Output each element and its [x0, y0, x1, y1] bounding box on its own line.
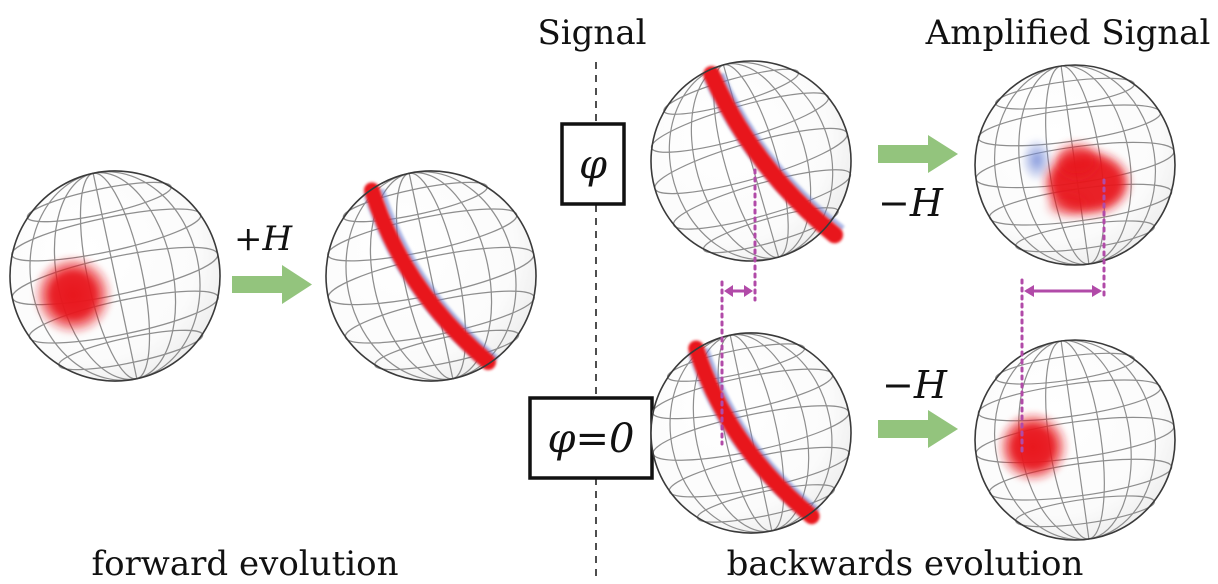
displacement-small — [720, 168, 757, 446]
sphere-returned-state — [961, 326, 1189, 554]
backward-arrow-bottom — [878, 410, 958, 448]
backward-hamiltonian-label-top: −H — [878, 181, 944, 225]
backwards-evolution-label: backwards evolution — [727, 544, 1084, 584]
forward-hamiltonian-label: +H — [234, 219, 293, 259]
phase-box-phi: φ — [560, 122, 626, 206]
forward-arrow — [232, 265, 312, 304]
sphere-amplified-state — [961, 51, 1189, 279]
backward-hamiltonian-label-bottom: −H — [882, 363, 948, 407]
phase-box-phi-label: φ — [579, 142, 607, 188]
sphere-squeezed-state — [305, 150, 557, 402]
sphere-reference-state — [631, 313, 871, 553]
sphere-initial-state — [0, 150, 241, 402]
phase-box-phi-zero: φ=0 — [528, 396, 654, 480]
amplified-signal-label: Amplified Signal — [925, 13, 1211, 53]
phase-box-phi-zero-label: φ=0 — [548, 416, 635, 462]
forward-evolution-label: forward evolution — [92, 544, 399, 584]
signal-label: Signal — [538, 13, 647, 53]
sphere-signal-state — [626, 36, 876, 286]
backward-arrow-top — [878, 135, 958, 173]
displacement-large — [1020, 178, 1106, 454]
